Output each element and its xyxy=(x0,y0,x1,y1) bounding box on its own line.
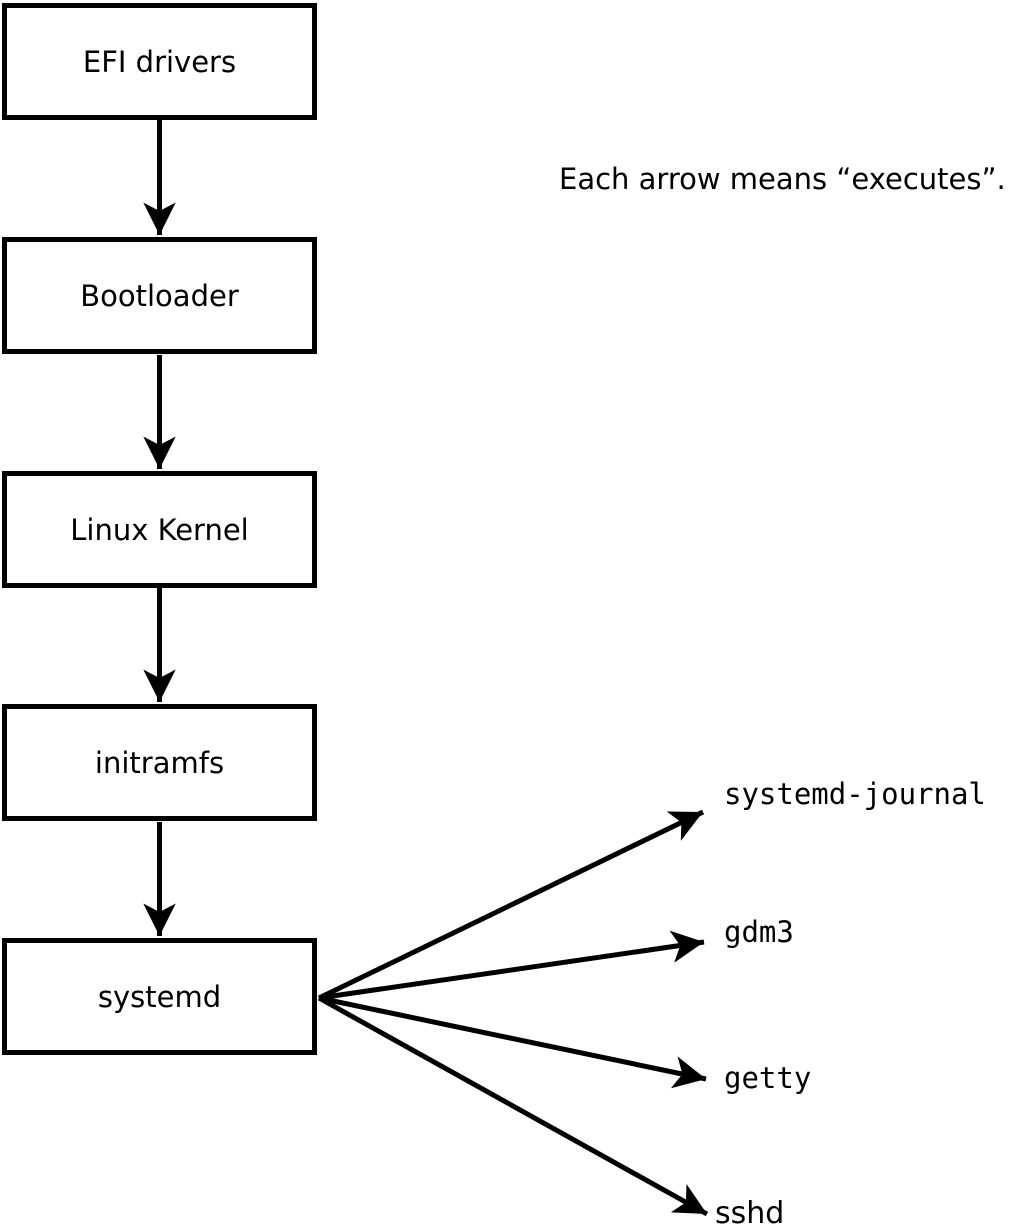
target-sshd-label: sshd xyxy=(715,1196,785,1230)
node-efi-drivers: EFI drivers xyxy=(2,3,317,120)
node-bootloader-label: Bootloader xyxy=(80,278,239,313)
target-systemd-journal-label: systemd-journal xyxy=(724,777,986,811)
target-gdm3-label: gdm3 xyxy=(724,915,794,949)
node-bootloader: Bootloader xyxy=(2,237,317,354)
node-linux-kernel: Linux Kernel xyxy=(2,471,317,588)
node-linux-kernel-label: Linux Kernel xyxy=(70,512,249,547)
arrow-systemd-to-journal xyxy=(317,809,705,1001)
legend-note: Each arrow means “executes”. xyxy=(559,162,1006,196)
arrow-systemd-to-getty xyxy=(318,995,707,1089)
node-efi-drivers-label: EFI drivers xyxy=(82,44,237,79)
node-systemd: systemd xyxy=(2,938,317,1055)
node-initramfs-label: initramfs xyxy=(94,745,225,780)
node-systemd-label: systemd xyxy=(97,979,222,1014)
arrow-systemd-to-gdm3 xyxy=(318,930,705,1001)
target-getty-label: getty xyxy=(724,1061,812,1095)
arrow-systemd-to-sshd xyxy=(317,995,709,1217)
node-initramfs: initramfs xyxy=(2,704,317,821)
